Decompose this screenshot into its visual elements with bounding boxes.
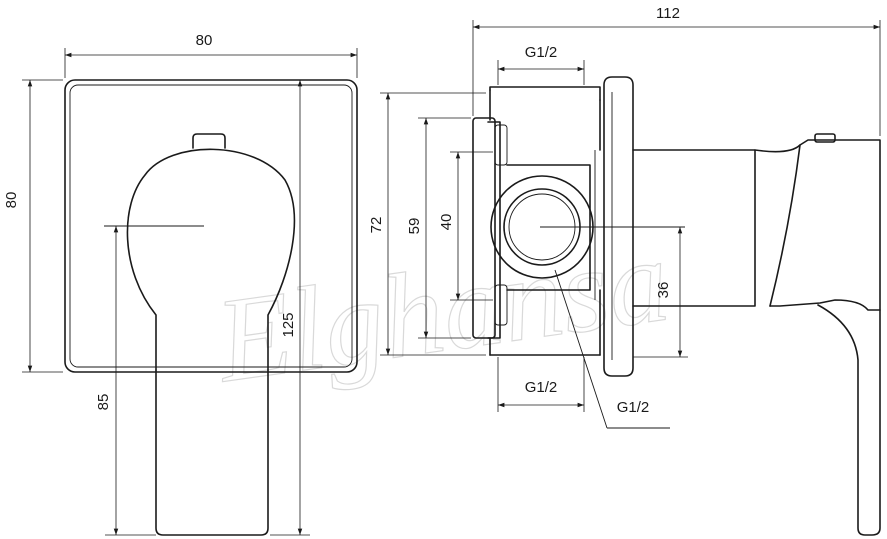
- dim-front-width: 80: [196, 32, 213, 49]
- dim-inlet-spacing: 40: [438, 214, 455, 231]
- front-dimensions: 80 80 125 85: [3, 32, 358, 536]
- handle-body: [126, 148, 296, 371]
- dim-thread-bottom: G1/2: [525, 379, 558, 396]
- dim-bracket-height: 59: [406, 218, 423, 235]
- handle-pin-side: [814, 133, 836, 143]
- mounting-bracket: [472, 117, 496, 339]
- side-dimensions: 112 G1/2 G1/2 G1/2 72 59 40 36: [368, 5, 881, 416]
- valve-body: [506, 164, 591, 291]
- dim-center-offset: 36: [655, 282, 672, 299]
- cover-plate-inner: [69, 84, 353, 368]
- dim-body-height: 72: [368, 217, 385, 234]
- dim-total-depth: 112: [656, 5, 680, 22]
- dim-front-height: 80: [3, 192, 20, 209]
- handle-side-profile: [754, 139, 881, 311]
- knob-pin: [192, 133, 226, 149]
- dim-handle-length: 125: [280, 312, 297, 337]
- side-view: [472, 76, 881, 536]
- dim-handle-center: 85: [95, 394, 112, 411]
- front-view: [64, 79, 358, 536]
- wall-flange: [603, 76, 634, 377]
- dim-thread-side: G1/2: [617, 399, 650, 416]
- top-fitting: [489, 86, 601, 101]
- cover-plate: [64, 79, 358, 373]
- stem-housing: [632, 149, 756, 307]
- handle-lever: [155, 369, 269, 536]
- dim-thread-top: G1/2: [525, 44, 558, 61]
- handle-lever-side: [817, 304, 881, 536]
- watermark-text: Elghansa: [207, 212, 676, 407]
